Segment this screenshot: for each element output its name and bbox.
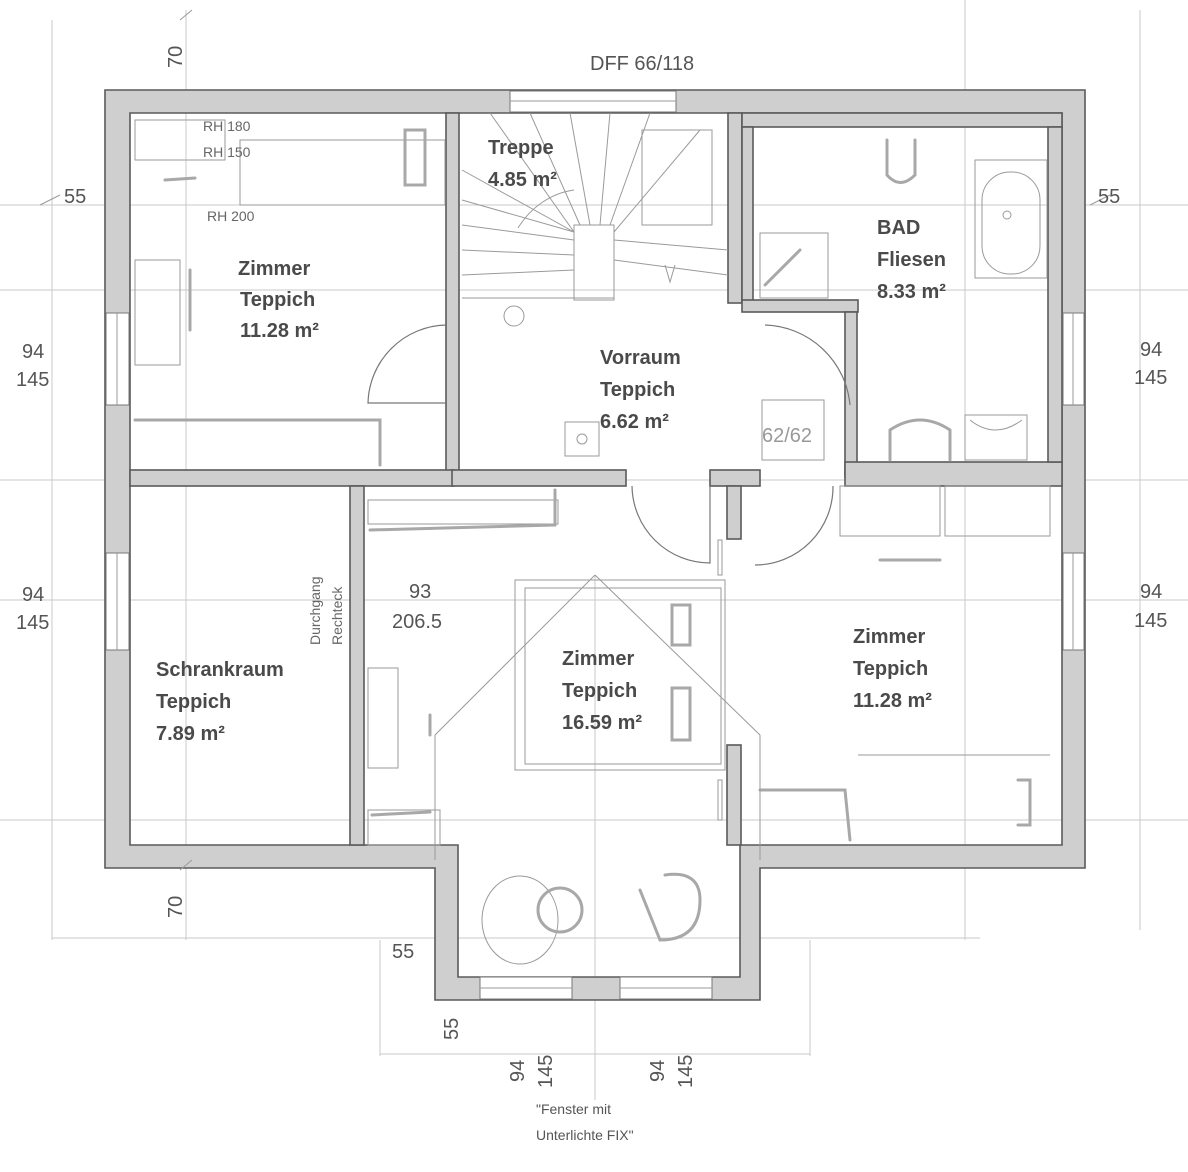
room-closet: Schrankraum Teppich 7.89 m² (156, 659, 284, 745)
furniture (133, 119, 1051, 965)
room-hall: Vorraum Teppich 6.62 m² (600, 347, 681, 433)
room-floor: Fliesen (877, 249, 946, 271)
room-area: 11.28 m² (240, 320, 319, 342)
dim-left-win1-h: 145 (16, 369, 49, 391)
passage-label-2: Rechteck (329, 586, 345, 645)
roof-window-label: DFF 66/118 (590, 53, 694, 75)
dim-bottom-70: 70 (165, 896, 187, 918)
window-note-1: "Fenster mit (536, 1101, 611, 1117)
dim-bay-55-v: 55 (441, 1018, 463, 1040)
room-name: Zimmer (562, 648, 634, 670)
room-top-left: Zimmer Teppich 11.28 m² (238, 258, 319, 342)
room-name: BAD (877, 217, 920, 239)
interior-walls (129, 112, 1063, 846)
room-name: Zimmer (853, 626, 925, 648)
dim-right-win2-w: 94 (1140, 581, 1162, 603)
sill-height-2: RH 150 (203, 144, 251, 160)
room-area: 4.85 m² (488, 169, 557, 191)
dim-left-win1-w: 94 (22, 341, 44, 363)
bed (514, 579, 726, 771)
window-note-2: Unterlichte FIX" (536, 1127, 634, 1143)
room-name: Schrankraum (156, 659, 284, 681)
room-bath: BAD Fliesen 8.33 m² (877, 217, 946, 303)
room-name: Zimmer (238, 258, 310, 280)
room-area: 11.28 m² (853, 690, 932, 712)
passage-width: 93 (409, 581, 431, 603)
dim-bay-win1-h: 145 (535, 1055, 557, 1088)
dim-bay-55-h: 55 (392, 941, 414, 963)
room-right: Zimmer Teppich 11.28 m² (853, 626, 932, 712)
room-floor: Teppich (853, 658, 928, 680)
dim-left-win2-w: 94 (22, 584, 44, 606)
passage-height: 206.5 (392, 611, 442, 633)
sill-height-3: RH 200 (207, 208, 255, 224)
passage-label-1: Durchgang (307, 577, 323, 646)
dim-right-win1-h: 145 (1134, 367, 1167, 389)
dim-bay-win1-w: 94 (507, 1060, 529, 1082)
room-area: 6.62 m² (600, 411, 669, 433)
dim-bay-win2-w: 94 (647, 1060, 669, 1082)
staircase (461, 112, 729, 327)
dim-right-win1-w: 94 (1140, 339, 1162, 361)
room-floor: Teppich (156, 691, 231, 713)
room-stairs: Treppe 4.85 m² (488, 137, 557, 191)
dim-bay-win2-h: 145 (675, 1055, 697, 1088)
dim-left-win2-h: 145 (16, 612, 49, 634)
grid-lines (0, 0, 1188, 1100)
sill-height-1: RH 180 (203, 118, 251, 134)
room-center: Zimmer Teppich 16.59 m² (562, 648, 642, 734)
windows (105, 90, 1085, 1000)
door-size-label: 62/62 (762, 425, 812, 447)
room-area: 7.89 m² (156, 723, 225, 745)
dim-top-70: 70 (165, 46, 187, 68)
room-floor: Teppich (240, 289, 315, 311)
room-area: 8.33 m² (877, 281, 946, 303)
room-name: Vorraum (600, 347, 681, 369)
dim-left-55: 55 (64, 186, 86, 208)
dim-right-55: 55 (1098, 186, 1120, 208)
room-area: 16.59 m² (562, 712, 642, 734)
room-floor: Teppich (562, 680, 637, 702)
room-floor: Teppich (600, 379, 675, 401)
doors (367, 324, 851, 566)
dim-right-win2-h: 145 (1134, 610, 1167, 632)
dimension-lines (39, 9, 1111, 871)
room-name: Treppe (488, 137, 554, 159)
